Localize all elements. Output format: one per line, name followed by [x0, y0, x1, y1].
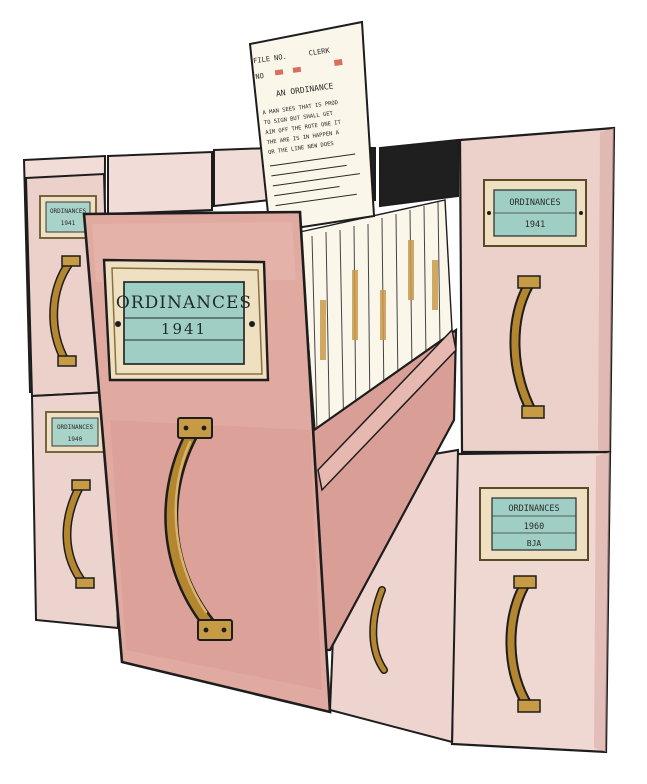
left-lower-label-plate: ORDINANCES 1940	[45, 411, 105, 453]
right-cabinet-lower: ORDINANCES 1960 BJA	[450, 450, 612, 754]
main-drawer-label-year: 1941	[161, 320, 207, 338]
right-lower-label-plate: ORDINANCES 1960 BJA	[479, 487, 589, 561]
left-upper-handle-icon	[49, 255, 81, 367]
right-upper-label-plate: ORDINANCES 1941	[483, 179, 587, 247]
left-upper-label-year: 1941	[61, 220, 76, 227]
main-drawer-label-plate: ORDINANCES 1941	[102, 258, 270, 382]
drawer-folders	[299, 199, 453, 472]
main-drawer-front: ORDINANCES 1941	[82, 210, 332, 714]
right-lower-label-extra: BJA	[527, 539, 542, 548]
right-cabinet-upper: ORDINANCES 1941	[458, 126, 616, 454]
left-lower-label-year: 1940	[68, 436, 83, 443]
right-upper-label-title: ORDINANCES	[509, 198, 560, 208]
left-lower-handle-icon	[62, 479, 95, 589]
right-lower-label-year: 1960	[524, 522, 544, 532]
right-upper-label-year: 1941	[525, 220, 545, 230]
document-clerk-label: CLERK	[308, 47, 331, 58]
ordinance-document: FILE NO. CLERK NO AN ORDINANCE A MAN SEE…	[248, 20, 376, 234]
left-upper-label-title: ORDINANCES	[50, 208, 87, 215]
drawer-handle-icon	[164, 417, 233, 641]
document-scribble-lines	[269, 153, 361, 207]
left-lower-label-title: ORDINANCES	[57, 424, 94, 431]
document-no-label: NO	[255, 72, 264, 81]
right-upper-handle-icon	[509, 275, 545, 419]
right-lower-handle-icon	[505, 575, 541, 713]
center-back-handle-icon	[369, 586, 388, 674]
open-drawer-body	[298, 138, 459, 652]
main-drawer-label-title: ORDINANCES	[116, 293, 252, 313]
right-lower-label-title: ORDINANCES	[508, 504, 559, 514]
